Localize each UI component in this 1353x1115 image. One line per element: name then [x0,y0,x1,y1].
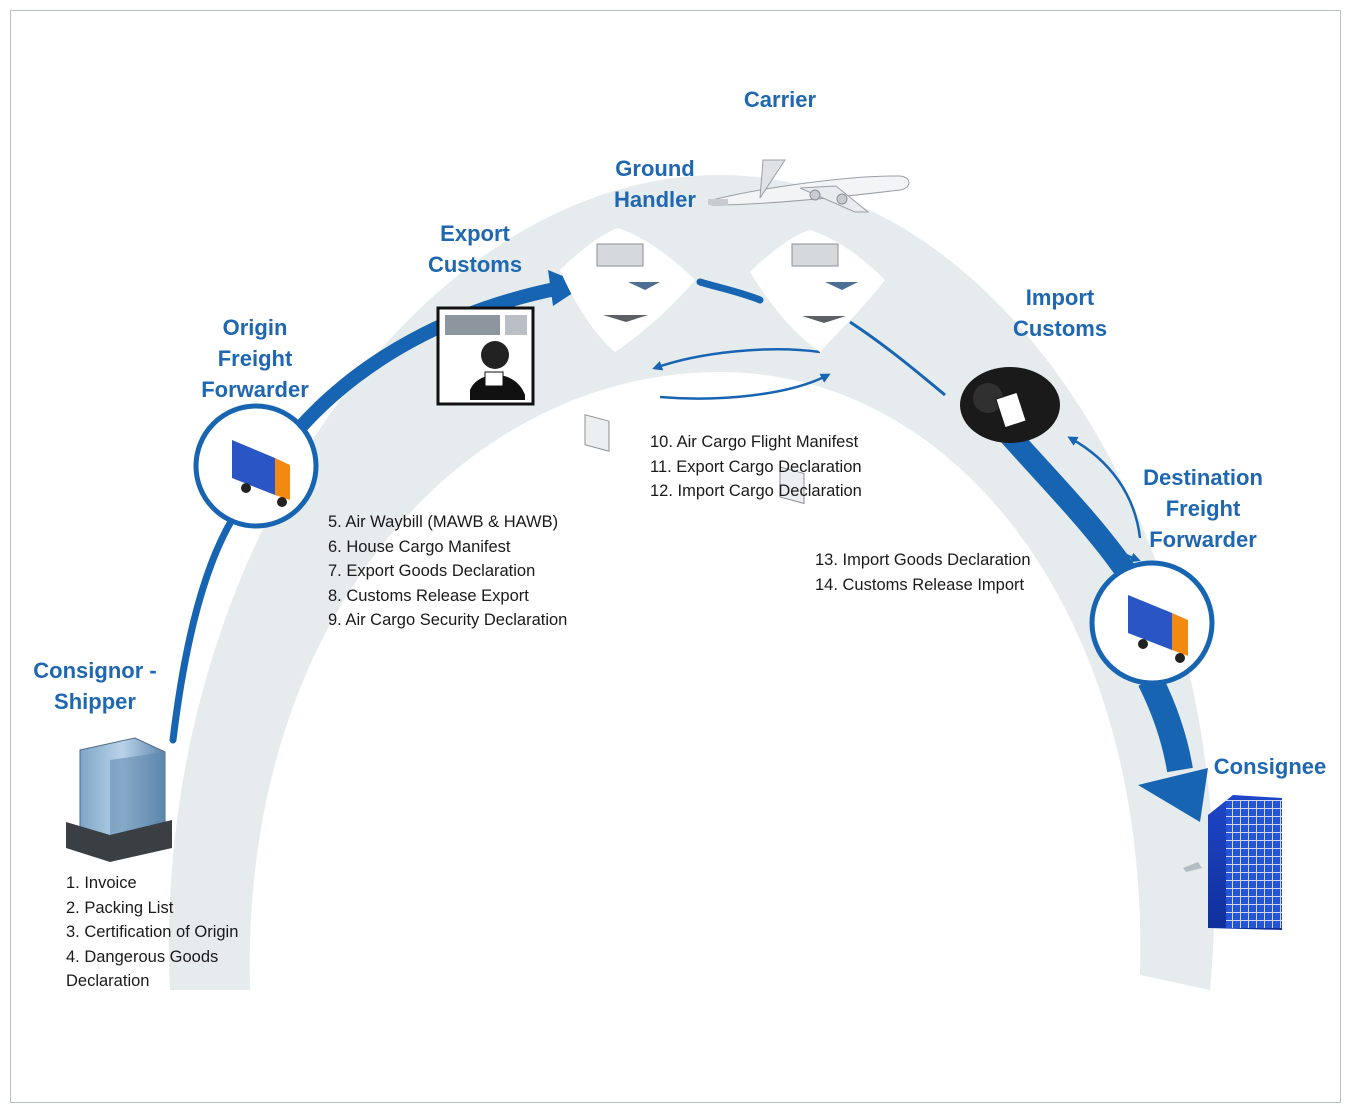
destination-forwarder-truck-image [1089,560,1215,686]
label-carrier: Carrier [743,87,817,112]
label-import-customs: Import Customs [1012,285,1108,341]
label-consignor: Consignor - Shipper [33,658,157,714]
import-customs-image [960,367,1060,443]
aircraft-image [708,159,910,213]
document-item: 6. House Cargo Manifest [328,537,511,556]
flow-arrowhead-consignee [1138,768,1208,822]
flow-shipper-to-forwarder [169,506,242,744]
flow-forwarder-to-handler [291,281,567,437]
doc-arrow-to-destination [1018,444,1141,563]
document-item: 14. Customs Release Import [815,575,1025,594]
document-item: 4. Dangerous Goods Declaration [66,947,219,991]
flow-destination-to-consignee [1138,674,1193,773]
consignor-building-image [66,737,172,862]
documents-handler: 10. Air Cargo Flight Manifest 11. Export… [650,430,862,504]
flow-import-to-destination [996,422,1135,577]
documents-import: 13. Import Goods Declaration 14. Customs… [815,548,1031,597]
documents-forwarder-export: 5. Air Waybill (MAWB & HAWB) 6. House Ca… [328,510,567,633]
label-ground-handler: Ground Handler [614,156,696,212]
document-item: 7. Export Goods Declaration [328,562,536,580]
document-item: 8. Customs Release Export [328,586,529,605]
consignee-building-image [1183,795,1282,930]
flow-handler-to-handler [696,278,764,304]
arc-band [168,175,1215,990]
origin-forwarder-truck-image [193,403,319,529]
flow-arrowhead-1 [548,270,585,306]
ground-handler-tile-left [560,228,695,452]
documents-consignor: 1. Invoice 2. Packing List 3. Certificat… [66,871,238,994]
document-item: 2. Packing List [66,898,174,917]
document-item: 5. Air Waybill (MAWB & HAWB) [328,513,559,531]
label-consignee: Consignee [1213,754,1327,779]
document-item: 9. Air Cargo Security Declaration [328,611,568,629]
document-item: 11. Export Cargo Declaration [650,457,862,476]
document-item: 1. Invoice [66,874,137,892]
doc-arrow-left [652,348,821,371]
label-destination-forwarder: Destination Freight Forwarder [1143,465,1263,552]
label-origin-forwarder: Origin Freight Forwarder [201,315,309,402]
doc-arrow-to-import [1067,436,1142,539]
document-item: 10. Air Cargo Flight Manifest [650,433,859,451]
doc-arrow-right [659,373,831,400]
label-export-customs: Export Customs [427,221,523,277]
document-item: 12. Import Cargo Declaration [650,482,862,500]
export-customs-image [436,306,535,406]
ground-handler-tile-right [750,230,885,505]
flow-handler-to-import [849,320,946,397]
document-item: 13. Import Goods Declaration [815,551,1031,569]
diagram-frame [10,10,1341,1103]
document-item: 3. Certification of Origin [66,923,239,941]
